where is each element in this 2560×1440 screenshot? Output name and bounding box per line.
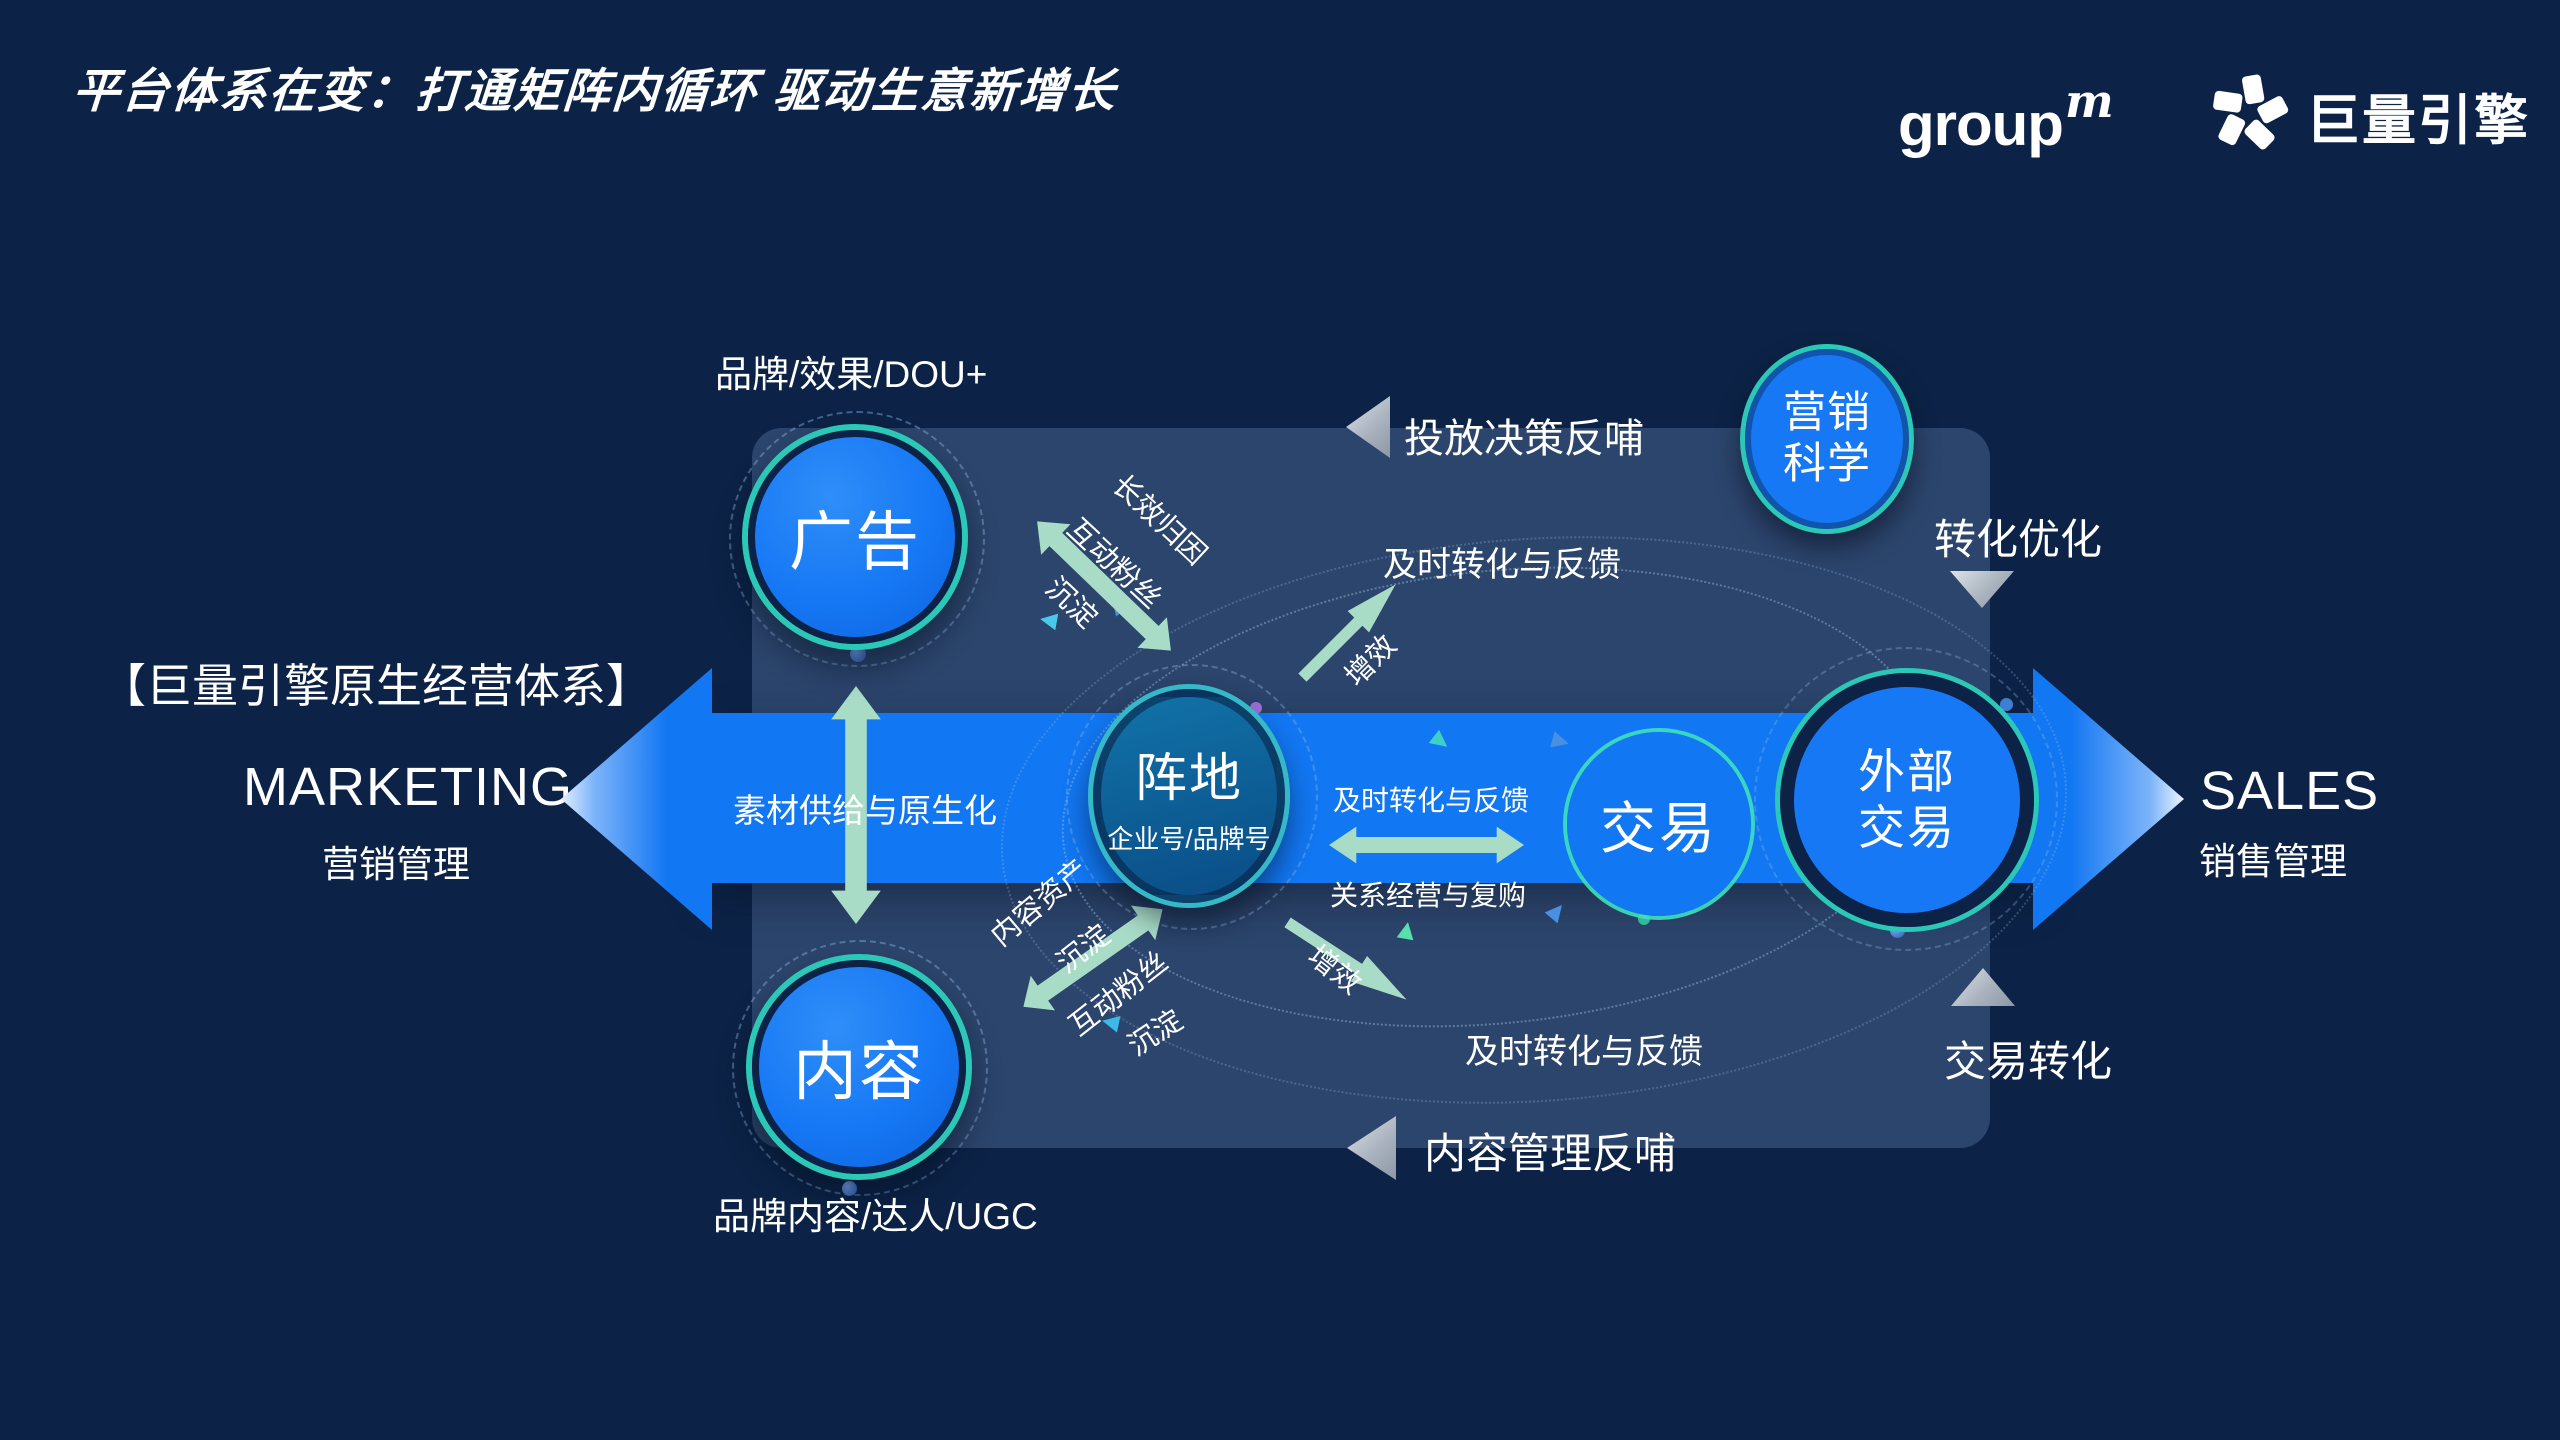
groupm-logo-text: group: [1898, 91, 2064, 158]
node-trade-label: 交易: [1600, 796, 1718, 860]
node-marketing-science: 营销 科学: [1740, 344, 1914, 534]
ocean-engine-logo: 巨量引擎: [2206, 70, 2530, 161]
node-external-trade-circle: 外部 交易: [1780, 673, 2034, 927]
page-title: 平台体系在变：打通矩阵内循环 驱动生意新增长: [70, 64, 1119, 117]
node-science-line1: 营销: [1783, 389, 1871, 437]
node-ad-circle: 广告: [748, 430, 962, 644]
marketing-cn-label: 营销管理: [322, 844, 470, 885]
node-content: 内容: [746, 954, 972, 1180]
node-trade: 交易: [1563, 728, 1755, 920]
relationship-repurchase-label: 关系经营与复购: [1330, 880, 1527, 911]
ocean-engine-pinwheel-icon: [2206, 70, 2292, 161]
satellite-dot: [2000, 698, 2013, 711]
timely-conversion-bottom-label: 及时转化与反馈: [1465, 1033, 1703, 1071]
system-label: 【巨量引擎原生经营体系】: [100, 660, 652, 712]
groupm-logo-sup: m: [2064, 74, 2114, 128]
node-position-label: 阵地: [1134, 750, 1243, 808]
band-arrowhead-right-icon: [2033, 668, 2184, 930]
trade-conversion-label: 交易转化: [1944, 1038, 2113, 1085]
material-supply-label: 素材供给与原生化: [733, 792, 997, 829]
node-position-circle: 阵地 企业号/品牌号: [1093, 689, 1285, 903]
satellite-dot: [850, 646, 866, 662]
sales-label: SALES: [2200, 761, 2380, 821]
timely-conversion-top-label: 及时转化与反馈: [1383, 546, 1621, 584]
node-ad-label: 广告: [789, 506, 921, 578]
ad-caption: 品牌/效果/DOU+: [715, 354, 988, 395]
node-content-circle: 内容: [752, 960, 966, 1174]
node-position: 阵地 企业号/品牌号: [1088, 684, 1290, 908]
node-science-line2: 科学: [1783, 440, 1871, 488]
content-caption: 品牌内容/达人/UGC: [713, 1196, 1038, 1237]
node-content-label: 内容: [793, 1036, 925, 1108]
node-external-line1: 外部: [1858, 745, 1956, 798]
groupm-logo: groupm: [1898, 74, 2114, 159]
decision-feedback-label: 投放决策反哺: [1404, 417, 1644, 461]
marketing-label: MARKETING: [243, 757, 574, 817]
node-marketing-science-circle: 营销 科学: [1745, 349, 1909, 529]
node-position-sublabel: 企业号/品牌号: [1107, 824, 1271, 854]
node-external-trade: 外部 交易: [1775, 668, 2039, 932]
node-external-line2: 交易: [1858, 801, 1956, 854]
ocean-engine-logo-text: 巨量引擎: [2306, 91, 2530, 151]
timely-conversion-mid-label: 及时转化与反馈: [1333, 785, 1530, 816]
sales-cn-label: 销售管理: [2199, 841, 2347, 882]
node-ad: 广告: [742, 424, 968, 650]
node-trade-circle: 交易: [1567, 732, 1751, 916]
satellite-dot: [842, 1181, 857, 1196]
content-feedback-label: 内容管理反哺: [1424, 1130, 1677, 1177]
conversion-optimization-label: 转化优化: [1934, 516, 2103, 563]
